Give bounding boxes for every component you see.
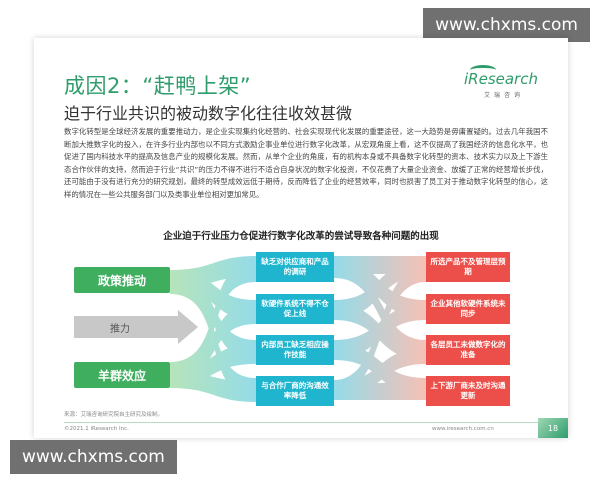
- flow-ribbons: [170, 256, 426, 402]
- slide-subtitle: 迫于行业共识的被动数字化往往收效甚微: [64, 104, 353, 123]
- middle-node-1: 缺乏对供应商和产品的调研: [256, 252, 334, 282]
- middle-node-4: 与合作厂商的沟通效率降低: [256, 376, 334, 406]
- left-node-policy: 政策推动: [74, 267, 170, 293]
- watermark-top: www.chxms.com: [423, 8, 590, 42]
- logo-subtext: 艾瑞咨询: [484, 92, 525, 99]
- right-node-3: 各层员工未做数字化的准备: [426, 335, 510, 365]
- slide-title: 成因2：“赶鸭上架”: [64, 74, 252, 98]
- footer-divider: [64, 422, 538, 423]
- left-node-herd: 羊群效应: [74, 362, 170, 388]
- push-arrow: 推力: [74, 310, 198, 344]
- logo-swoosh-icon: [470, 65, 496, 75]
- watermark-bottom: www.chxms.com: [10, 440, 177, 474]
- right-node-1: 所选产品不及管理层预期: [426, 252, 510, 282]
- right-node-2: 企业其他软硬件系统未同步: [426, 294, 510, 324]
- iresearch-logo: iResearch 艾瑞咨询: [464, 65, 538, 100]
- slide: 成因2：“赶鸭上架” 迫于行业共识的被动数字化往往收效甚微 iResearch …: [34, 38, 568, 438]
- copyright: ©2021.1 iResearch Inc.: [64, 426, 129, 432]
- middle-node-3: 内部员工缺乏相应操作技能: [256, 335, 334, 365]
- diagram-title: 企业迫于行业压力仓促进行数字化改革的尝试导致各种问题的出现: [163, 231, 439, 242]
- body-paragraph: 数字化转型是全球经济发展的重要推动力，是企业实现集约化经营的、社会实现现代化发展…: [64, 127, 548, 199]
- logo-text: iResearch: [464, 70, 538, 88]
- source-note: 来源：艾瑞咨询研究院自主研究及绘制。: [64, 412, 164, 418]
- push-arrow-label: 推力: [74, 316, 178, 338]
- site-url: www.iresearch.com.cn: [432, 426, 494, 432]
- middle-node-2: 软硬件系统不得不仓促上线: [256, 294, 334, 324]
- arrow-right-icon: [178, 310, 198, 344]
- right-node-4: 上下游厂商未及时沟通更新: [426, 376, 510, 406]
- page-number: 18: [538, 418, 568, 438]
